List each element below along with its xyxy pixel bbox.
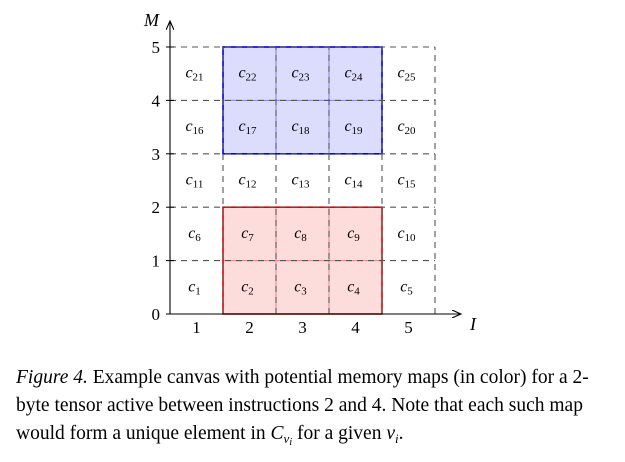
- x-tick-label: 1: [192, 318, 201, 337]
- cell-label: c13: [291, 172, 310, 191]
- cell-label: c11: [186, 172, 204, 191]
- cell-label: c20: [397, 118, 416, 137]
- cell-label-bg: [179, 169, 214, 189]
- cell-label: c22: [238, 65, 256, 84]
- cell-label: c15: [397, 172, 416, 191]
- cell-label: c1: [188, 278, 201, 297]
- x-tick-label: 2: [245, 318, 254, 337]
- figure-label: Figure 4.: [16, 367, 88, 388]
- y-axis-label: M: [143, 10, 160, 30]
- y-tick-label: 1: [152, 252, 161, 271]
- cell-label: c12: [238, 172, 256, 191]
- cell-label: c7: [241, 225, 254, 244]
- math-C-subscript: vi: [283, 431, 293, 448]
- caption-text-1: Example canvas with potential memory map…: [16, 367, 589, 444]
- cell-label: c24: [344, 65, 363, 84]
- y-tick-label: 0: [152, 305, 161, 324]
- cell-label: c9: [347, 225, 360, 244]
- cell-label: c23: [291, 65, 310, 84]
- cell-label-bg: [391, 62, 426, 82]
- cell-label-bg: [391, 169, 426, 189]
- axes: I M: [143, 10, 477, 334]
- y-tick-label: 3: [152, 145, 161, 164]
- cell-label-bg: [391, 276, 426, 296]
- figure-caption: Figure 4. Example canvas with potential …: [16, 364, 616, 448]
- cell-label: c16: [185, 118, 204, 137]
- y-tick-label: 4: [152, 91, 161, 110]
- x-tick-label: 3: [298, 318, 307, 337]
- cell-label: c5: [400, 278, 413, 297]
- math-v-subscript: i: [394, 431, 399, 446]
- caption-text-3: .: [398, 423, 404, 444]
- cell-label-bg: [285, 169, 320, 189]
- cell-label: c17: [238, 118, 257, 137]
- cell-label-bg: [179, 222, 214, 242]
- cell-label-bg: [391, 116, 426, 136]
- canvas-grid: [170, 46, 436, 314]
- y-tick-label: 5: [152, 38, 161, 57]
- math-v: v: [386, 423, 395, 444]
- x-tick-label: 4: [351, 318, 360, 337]
- cell-label: c10: [397, 225, 416, 244]
- cell-label: c4: [347, 278, 360, 297]
- caption-text-2: for a given: [292, 423, 387, 444]
- memory-canvas-figure: I M 0 1 2 3 4 5 1 2 3 4 5 c1 c2 c3 c4 c5 c6 c7 c8 c9 c10 c11…: [143, 10, 477, 337]
- x-tick-label: 5: [404, 318, 413, 337]
- y-tick-label: 2: [152, 198, 161, 217]
- math-C: C: [270, 423, 284, 444]
- cell-label-bg: [179, 116, 214, 136]
- cell-label: c14: [344, 172, 363, 191]
- cell-label-bg: [338, 169, 373, 189]
- cell-label: c19: [344, 118, 363, 137]
- cell-labels: c1 c2 c3 c4 c5 c6 c7 c8 c9 c10 c11 c12 c13 c14 c15 c16 c…: [179, 62, 426, 297]
- cell-label: c18: [291, 118, 310, 137]
- cell-label-bg: [391, 222, 426, 242]
- x-axis-label: I: [469, 314, 477, 334]
- cell-label: c25: [397, 65, 416, 84]
- cell-label: c6: [188, 225, 201, 244]
- axis-ticks: 0 1 2 3 4 5 1 2 3 4 5: [152, 38, 413, 337]
- cell-label-bg: [232, 169, 267, 189]
- cell-label: c3: [294, 278, 307, 297]
- cell-label-bg: [179, 276, 214, 296]
- cell-label: c21: [185, 65, 203, 84]
- cell-label-bg: [179, 62, 214, 82]
- cell-label: c2: [241, 278, 254, 297]
- cell-label: c8: [294, 225, 307, 244]
